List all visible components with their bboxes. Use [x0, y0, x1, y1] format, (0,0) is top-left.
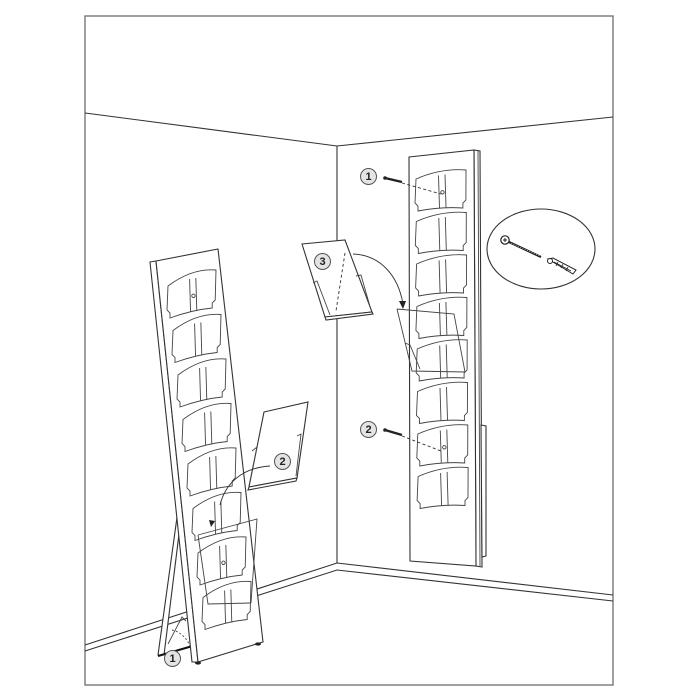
insert-arrow-floor — [219, 465, 271, 506]
screw-icon — [500, 235, 542, 258]
wall-screw-top — [383, 176, 442, 195]
loose-pocket-wall — [301, 239, 374, 321]
drawing-frame — [84, 15, 614, 686]
wall-rack — [408, 149, 487, 568]
callout-step-1-stand-leg: 1 — [164, 650, 181, 667]
callout-step-2-wall-bottom: 2 — [360, 421, 377, 438]
loose-pocket-floor — [247, 401, 309, 491]
callout-step-1-wall-top: 1 — [360, 168, 377, 185]
inserted-pocket-wall — [396, 308, 466, 373]
insert-arrow-wall — [352, 253, 404, 305]
hardware-detail-inset — [486, 208, 596, 290]
wall-screw-bottom — [383, 428, 442, 452]
floor-rack — [149, 248, 264, 665]
callout-step-3-pocket-wall: 3 — [314, 253, 331, 270]
wall-plug-icon — [546, 257, 577, 275]
inserted-pocket-floor — [197, 518, 258, 605]
callout-step-2-pocket-floor: 2 — [274, 453, 291, 470]
